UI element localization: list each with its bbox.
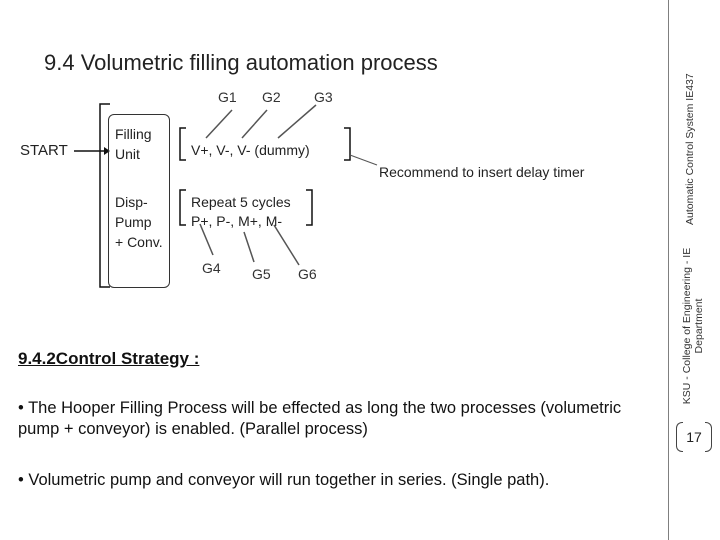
disp-pump-label: Disp- Pump + Conv. — [115, 194, 163, 250]
delay-timer-note: Recommend to insert delay timer — [379, 164, 585, 180]
filling-sequence: V+, V-, V- (dummy) — [191, 142, 310, 158]
group-label-g1: G1 — [218, 89, 237, 105]
bullet-parallel: • The Hooper Filling Process will be eff… — [18, 399, 622, 438]
group-label-g2: G2 — [262, 89, 281, 105]
slide-title: 9.4 Volumetric filling automation proces… — [44, 50, 438, 75]
group-label-g3: G3 — [314, 89, 333, 105]
group-label-g5: G5 — [252, 266, 271, 282]
pump-sequence-line1: Repeat 5 cycles — [191, 194, 291, 210]
section-heading: 9.4.2Control Strategy : — [18, 349, 200, 368]
group-label-g6: G6 — [298, 266, 317, 282]
bullet-series: • Volumetric pump and conveyor will run … — [18, 471, 550, 489]
pump-sequence-line2: P+, P-, M+, M- — [191, 213, 283, 229]
process-units-box — [108, 114, 170, 288]
diagram-connectors — [74, 103, 378, 288]
page-number: 17 — [676, 422, 712, 452]
group-label-g4: G4 — [202, 260, 221, 276]
department-vertical: KSU - College of Engineering - IE Depart… — [681, 247, 705, 405]
course-title-vertical: Automatic Control System IE437 — [684, 73, 696, 225]
start-label: START — [20, 142, 68, 159]
filling-unit-label: Filling Unit — [115, 126, 152, 162]
